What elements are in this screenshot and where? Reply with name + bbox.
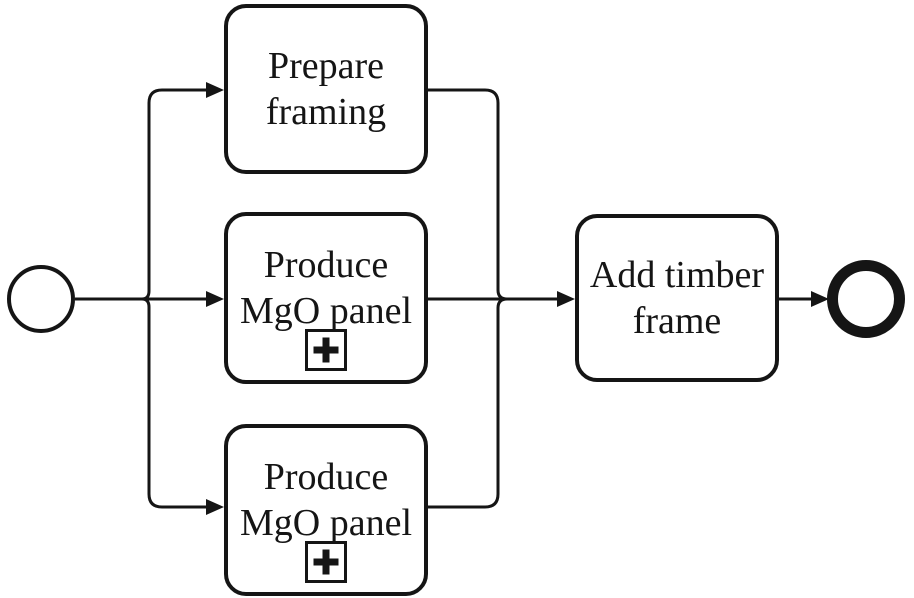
arrowhead-icon bbox=[206, 291, 224, 307]
flow-start-to-top bbox=[141, 88, 206, 301]
task-produce-mgo-panel-bottom[interactable]: Produce MgO panel bbox=[224, 424, 428, 596]
task-produce-mgo-panel-middle[interactable]: Produce MgO panel bbox=[224, 212, 428, 384]
arrowhead-icon bbox=[557, 291, 575, 307]
flow-top-to-merge bbox=[428, 88, 508, 301]
arrowhead-icon bbox=[206, 82, 224, 98]
subprocess-plus-icon[interactable] bbox=[305, 329, 347, 371]
arrowhead-icon bbox=[811, 291, 829, 307]
subprocess-plus-icon[interactable] bbox=[305, 541, 347, 583]
flow-start-to-bottom bbox=[141, 297, 206, 509]
task-add-timber-frame[interactable]: Add timber frame bbox=[575, 214, 779, 382]
start-event[interactable] bbox=[7, 265, 75, 333]
plus-bar bbox=[322, 337, 330, 363]
plus-bar bbox=[322, 549, 330, 575]
arrowhead-icon bbox=[206, 499, 224, 515]
task-prepare-framing[interactable]: Prepare framing bbox=[224, 4, 428, 174]
task-label: Add timber frame bbox=[589, 254, 765, 342]
task-label: Prepare framing bbox=[265, 45, 387, 133]
task-label: Produce MgO panel bbox=[239, 456, 413, 544]
task-label: Produce MgO panel bbox=[239, 244, 413, 332]
flow-bottom-to-merge bbox=[428, 297, 508, 509]
end-event[interactable] bbox=[827, 260, 905, 338]
